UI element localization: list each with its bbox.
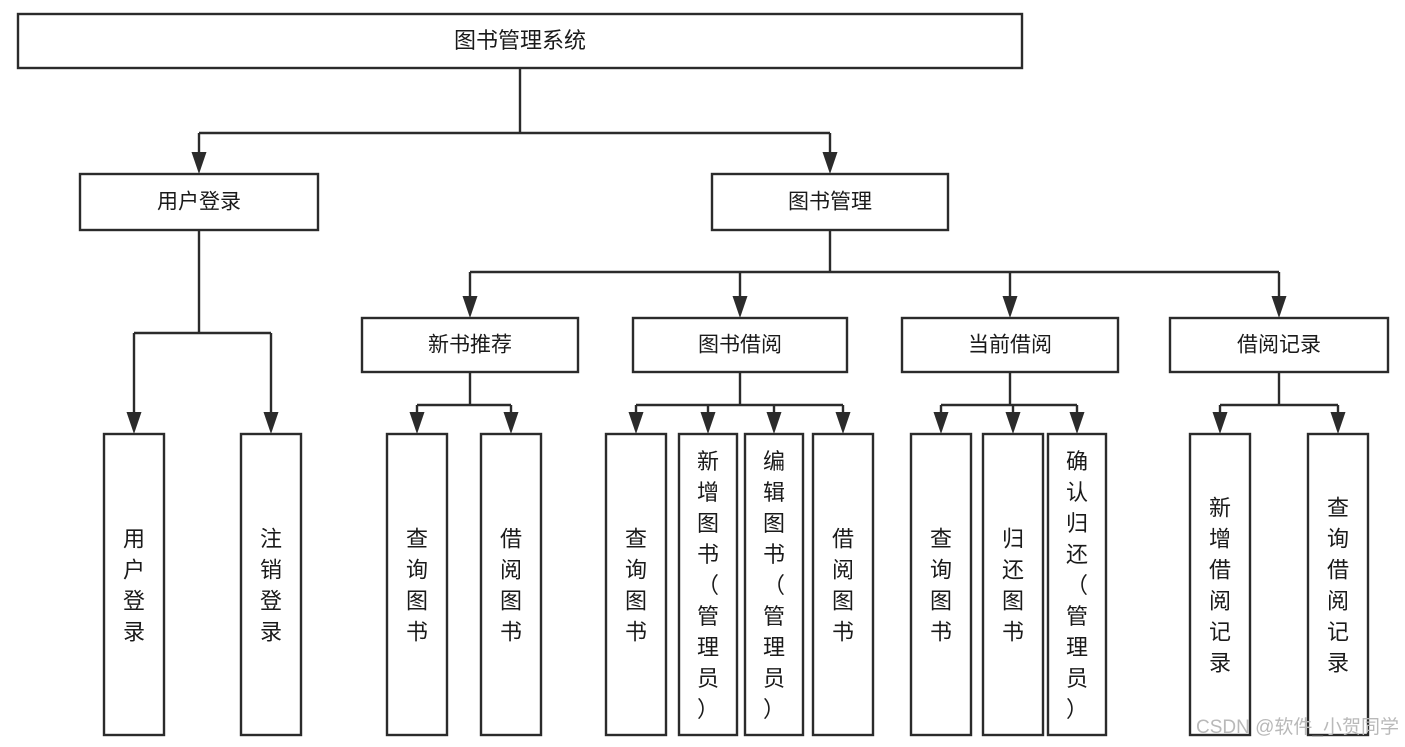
node-l8[interactable]: 借阅图书 [811,432,875,737]
node-n_book_mgmt[interactable]: 图书管理 [710,172,950,232]
node-l12[interactable]: 新增借阅记录 [1188,432,1252,737]
node-box-l2[interactable] [239,432,303,737]
node-label-root: 图书管理系统 [454,28,586,53]
node-box-l1[interactable] [102,432,166,737]
node-label-n_user_login: 用户登录 [157,191,241,214]
watermark-label: CSDN @软件_小贺同学 [1196,716,1399,738]
node-l9[interactable]: 查询图书 [909,432,973,737]
node-n_new_rec[interactable]: 新书推荐 [360,316,580,374]
node-box-l7[interactable] [743,432,805,737]
node-n_borrow[interactable]: 图书借阅 [631,316,849,374]
node-label-l2: 注销登录 [260,527,282,645]
node-label-l11: 确认归还（管理员） [1066,449,1088,722]
node-box-l13[interactable] [1306,432,1370,737]
node-box-n_records[interactable] [1168,316,1390,374]
connector-group-n_user_login [126,230,279,434]
node-layer: 图书管理系统用户登录图书管理新书推荐图书借阅当前借阅借阅记录用户登录注销登录查询… [16,12,1390,737]
connector-group-n_records [1212,372,1346,434]
node-box-l8[interactable] [811,432,875,737]
node-box-n_user_login[interactable] [78,172,320,232]
node-l7[interactable]: 编辑图书（管理员） [743,432,805,737]
node-l3[interactable]: 查询图书 [385,432,449,737]
connector-group-n_current [933,372,1085,434]
node-l6[interactable]: 新增图书（管理员） [677,432,739,737]
node-box-l4[interactable] [479,432,543,737]
node-box-n_current[interactable] [900,316,1120,374]
node-l4[interactable]: 借阅图书 [479,432,543,737]
node-l1[interactable]: 用户登录 [102,432,166,737]
node-label-n_book_mgmt: 图书管理 [788,191,872,214]
node-label-l6: 新增图书（管理员） [697,449,719,722]
node-label-l13: 查询借阅记录 [1327,496,1349,676]
connector-layer [126,68,1346,434]
node-box-l10[interactable] [981,432,1045,737]
node-label-l10: 归还图书 [1002,527,1024,645]
node-label-l3: 查询图书 [406,527,428,645]
node-box-n_borrow[interactable] [631,316,849,374]
node-box-n_book_mgmt[interactable] [710,172,950,232]
node-label-l9: 查询图书 [930,527,952,645]
node-label-l5: 查询图书 [625,527,647,645]
node-label-l1: 用户登录 [123,527,145,645]
node-l5[interactable]: 查询图书 [604,432,668,737]
node-label-n_new_rec: 新书推荐 [428,334,512,357]
node-label-l12: 新增借阅记录 [1209,496,1231,676]
node-box-root[interactable] [16,12,1024,70]
node-n_user_login[interactable]: 用户登录 [78,172,320,232]
node-root[interactable]: 图书管理系统 [16,12,1024,70]
node-box-l3[interactable] [385,432,449,737]
node-l11[interactable]: 确认归还（管理员） [1046,432,1108,737]
node-label-l4: 借阅图书 [500,527,522,645]
connector-group-root [191,68,838,174]
connector-group-n_new_rec [409,372,519,434]
node-label-l8: 借阅图书 [832,527,854,645]
node-label-n_current: 当前借阅 [968,334,1052,357]
node-label-n_borrow: 图书借阅 [698,334,782,357]
node-box-l11[interactable] [1046,432,1108,737]
node-box-n_new_rec[interactable] [360,316,580,374]
node-box-l5[interactable] [604,432,668,737]
node-box-l12[interactable] [1188,432,1252,737]
connector-group-n_book_mgmt [462,230,1287,318]
node-label-n_records: 借阅记录 [1237,334,1321,357]
node-box-l9[interactable] [909,432,973,737]
node-l10[interactable]: 归还图书 [981,432,1045,737]
node-n_records[interactable]: 借阅记录 [1168,316,1390,374]
node-l13[interactable]: 查询借阅记录 [1306,432,1370,737]
connector-group-n_borrow [628,372,851,434]
node-box-l6[interactable] [677,432,739,737]
node-l2[interactable]: 注销登录 [239,432,303,737]
node-n_current[interactable]: 当前借阅 [900,316,1120,374]
node-label-l7: 编辑图书（管理员） [763,449,785,722]
